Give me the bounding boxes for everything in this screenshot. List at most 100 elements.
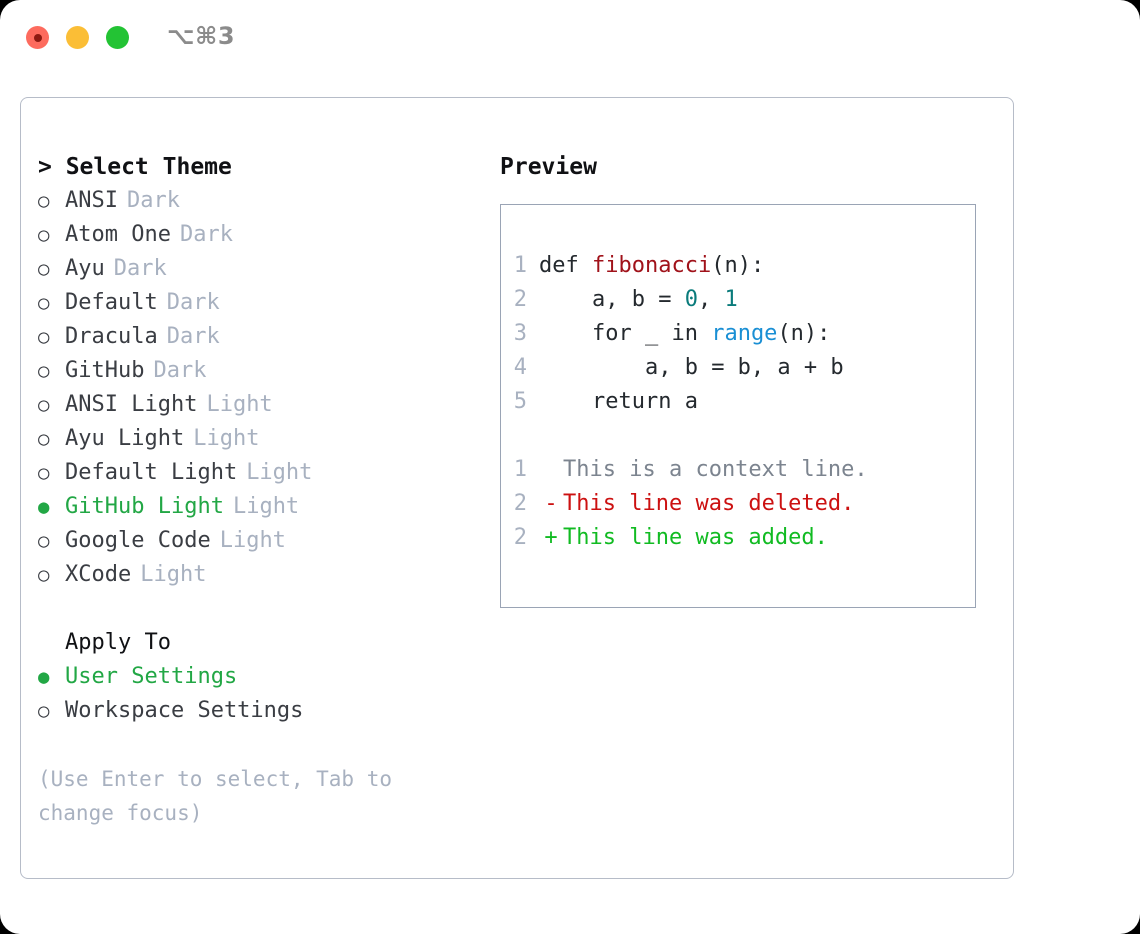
apply-to-label: Workspace Settings bbox=[65, 698, 304, 723]
radio-unselected-icon[interactable]: ○ bbox=[38, 428, 50, 450]
theme-name-label: XCode bbox=[65, 562, 132, 587]
apply-to-list[interactable]: ● User Settings ○ Workspace Settings bbox=[38, 660, 478, 728]
radio-unselected-icon[interactable]: ○ bbox=[38, 360, 50, 382]
code-line-content: for _ in range(n): bbox=[539, 317, 830, 351]
code-line: 5 return a bbox=[501, 385, 975, 419]
list-spacer bbox=[38, 592, 478, 626]
code-line-content: a, b = 0, 1 bbox=[539, 283, 738, 317]
theme-variant-badge: Light bbox=[206, 392, 273, 417]
diff-line-text: This line was added. bbox=[563, 525, 828, 550]
theme-list-item[interactable]: ○ Dracula Dark bbox=[38, 320, 478, 354]
theme-list-item[interactable]: ○ XCode Light bbox=[38, 558, 478, 592]
theme-variant-badge: Light bbox=[219, 528, 286, 553]
radio-selected-icon[interactable]: ● bbox=[38, 666, 50, 688]
code-token: return a bbox=[591, 389, 698, 414]
diff-line: 2+This line was added. bbox=[501, 521, 975, 555]
code-token: (n): bbox=[711, 253, 765, 278]
code-line-number: 2 bbox=[513, 287, 527, 312]
code-token: (n): bbox=[777, 321, 831, 346]
traffic-light-buttons bbox=[26, 26, 129, 49]
theme-variant-badge: Light bbox=[246, 460, 313, 485]
theme-name-label: ANSI bbox=[65, 188, 118, 213]
theme-name-label: Dracula bbox=[65, 324, 158, 349]
theme-list-item[interactable]: ○ Google Code Light bbox=[38, 524, 478, 558]
diff-line-text: This line was deleted. bbox=[563, 491, 855, 516]
code-token: a, b = b, a + b bbox=[644, 355, 844, 380]
diff-line-number: 2 bbox=[513, 525, 527, 550]
radio-unselected-icon[interactable]: ○ bbox=[38, 292, 50, 314]
code-line-number: 4 bbox=[513, 355, 527, 380]
code-line-content: a, b = b, a + b bbox=[539, 351, 844, 385]
keyboard-shortcut-label: ⌥⌘3 bbox=[167, 22, 236, 50]
code-token: def bbox=[539, 253, 592, 278]
keyboard-hint-text: (Use Enter to select, Tab to change focu… bbox=[38, 767, 405, 825]
radio-unselected-icon[interactable]: ○ bbox=[38, 258, 50, 280]
theme-name-label: GitHub bbox=[65, 358, 145, 383]
radio-unselected-icon[interactable]: ○ bbox=[38, 394, 50, 416]
theme-name-label: Ayu bbox=[65, 256, 105, 281]
apply-to-heading: Apply To bbox=[65, 630, 171, 655]
theme-variant-badge: Light bbox=[193, 426, 260, 451]
theme-variant-badge: Dark bbox=[166, 324, 220, 349]
theme-variant-badge: Light bbox=[140, 562, 207, 587]
code-token: 1 bbox=[724, 287, 738, 312]
theme-name-label: Ayu Light bbox=[65, 426, 185, 451]
preview-heading: Preview bbox=[500, 154, 597, 180]
diff-marker: - bbox=[544, 491, 558, 516]
title-bar: ⌥⌘3 bbox=[0, 0, 1140, 78]
theme-name-label: Google Code bbox=[65, 528, 211, 553]
diff-line: 2-This line was deleted. bbox=[501, 487, 975, 521]
theme-name-label: Default Light bbox=[65, 460, 238, 485]
radio-unselected-icon[interactable]: ○ bbox=[38, 326, 50, 348]
theme-list-item[interactable]: ○ Ayu Dark bbox=[38, 252, 478, 286]
apply-to-label: User Settings bbox=[65, 664, 238, 689]
theme-name-label: Default bbox=[65, 290, 158, 315]
radio-unselected-icon[interactable]: ○ bbox=[38, 190, 50, 212]
radio-unselected-icon[interactable]: ○ bbox=[38, 700, 50, 722]
theme-list-item[interactable]: ○ Default Light Light bbox=[38, 456, 478, 490]
code-diff-spacer bbox=[501, 419, 975, 453]
code-token: fibonacci bbox=[591, 253, 712, 278]
maximize-window-icon[interactable] bbox=[106, 26, 129, 49]
theme-variant-badge: Dark bbox=[179, 222, 233, 247]
radio-unselected-icon[interactable]: ○ bbox=[38, 530, 50, 552]
theme-list-item[interactable]: ○ Default Dark bbox=[38, 286, 478, 320]
theme-list-item[interactable]: ○ Ayu Light Light bbox=[38, 422, 478, 456]
apply-to-option[interactable]: ○ Workspace Settings bbox=[38, 694, 478, 728]
hint-spacer bbox=[38, 728, 478, 762]
code-token: range bbox=[711, 321, 778, 346]
close-window-icon[interactable] bbox=[26, 26, 49, 49]
code-line-content: return a bbox=[539, 385, 698, 419]
select-theme-heading: > Select Theme bbox=[38, 154, 232, 180]
theme-variant-badge: Dark bbox=[113, 256, 167, 281]
theme-variant-badge: Dark bbox=[166, 290, 220, 315]
code-line-content: def fibonacci(n): bbox=[539, 249, 764, 283]
code-token: 0 bbox=[684, 287, 698, 312]
code-token: , bbox=[697, 287, 725, 312]
code-line: 3 for _ in range(n): bbox=[501, 317, 975, 351]
code-line: 2 a, b = 0, 1 bbox=[501, 283, 975, 317]
radio-unselected-icon[interactable]: ○ bbox=[38, 224, 50, 246]
minimize-window-icon[interactable] bbox=[66, 26, 89, 49]
code-line-number: 5 bbox=[513, 389, 527, 414]
code-line: 4 a, b = b, a + b bbox=[501, 351, 975, 385]
code-token: for _ in bbox=[591, 321, 712, 346]
radio-unselected-icon[interactable]: ○ bbox=[38, 462, 50, 484]
apply-to-option[interactable]: ● User Settings bbox=[38, 660, 478, 694]
radio-selected-icon[interactable]: ● bbox=[38, 496, 50, 518]
code-token: a, b = bbox=[591, 287, 685, 312]
radio-unselected-icon[interactable]: ○ bbox=[38, 564, 50, 586]
